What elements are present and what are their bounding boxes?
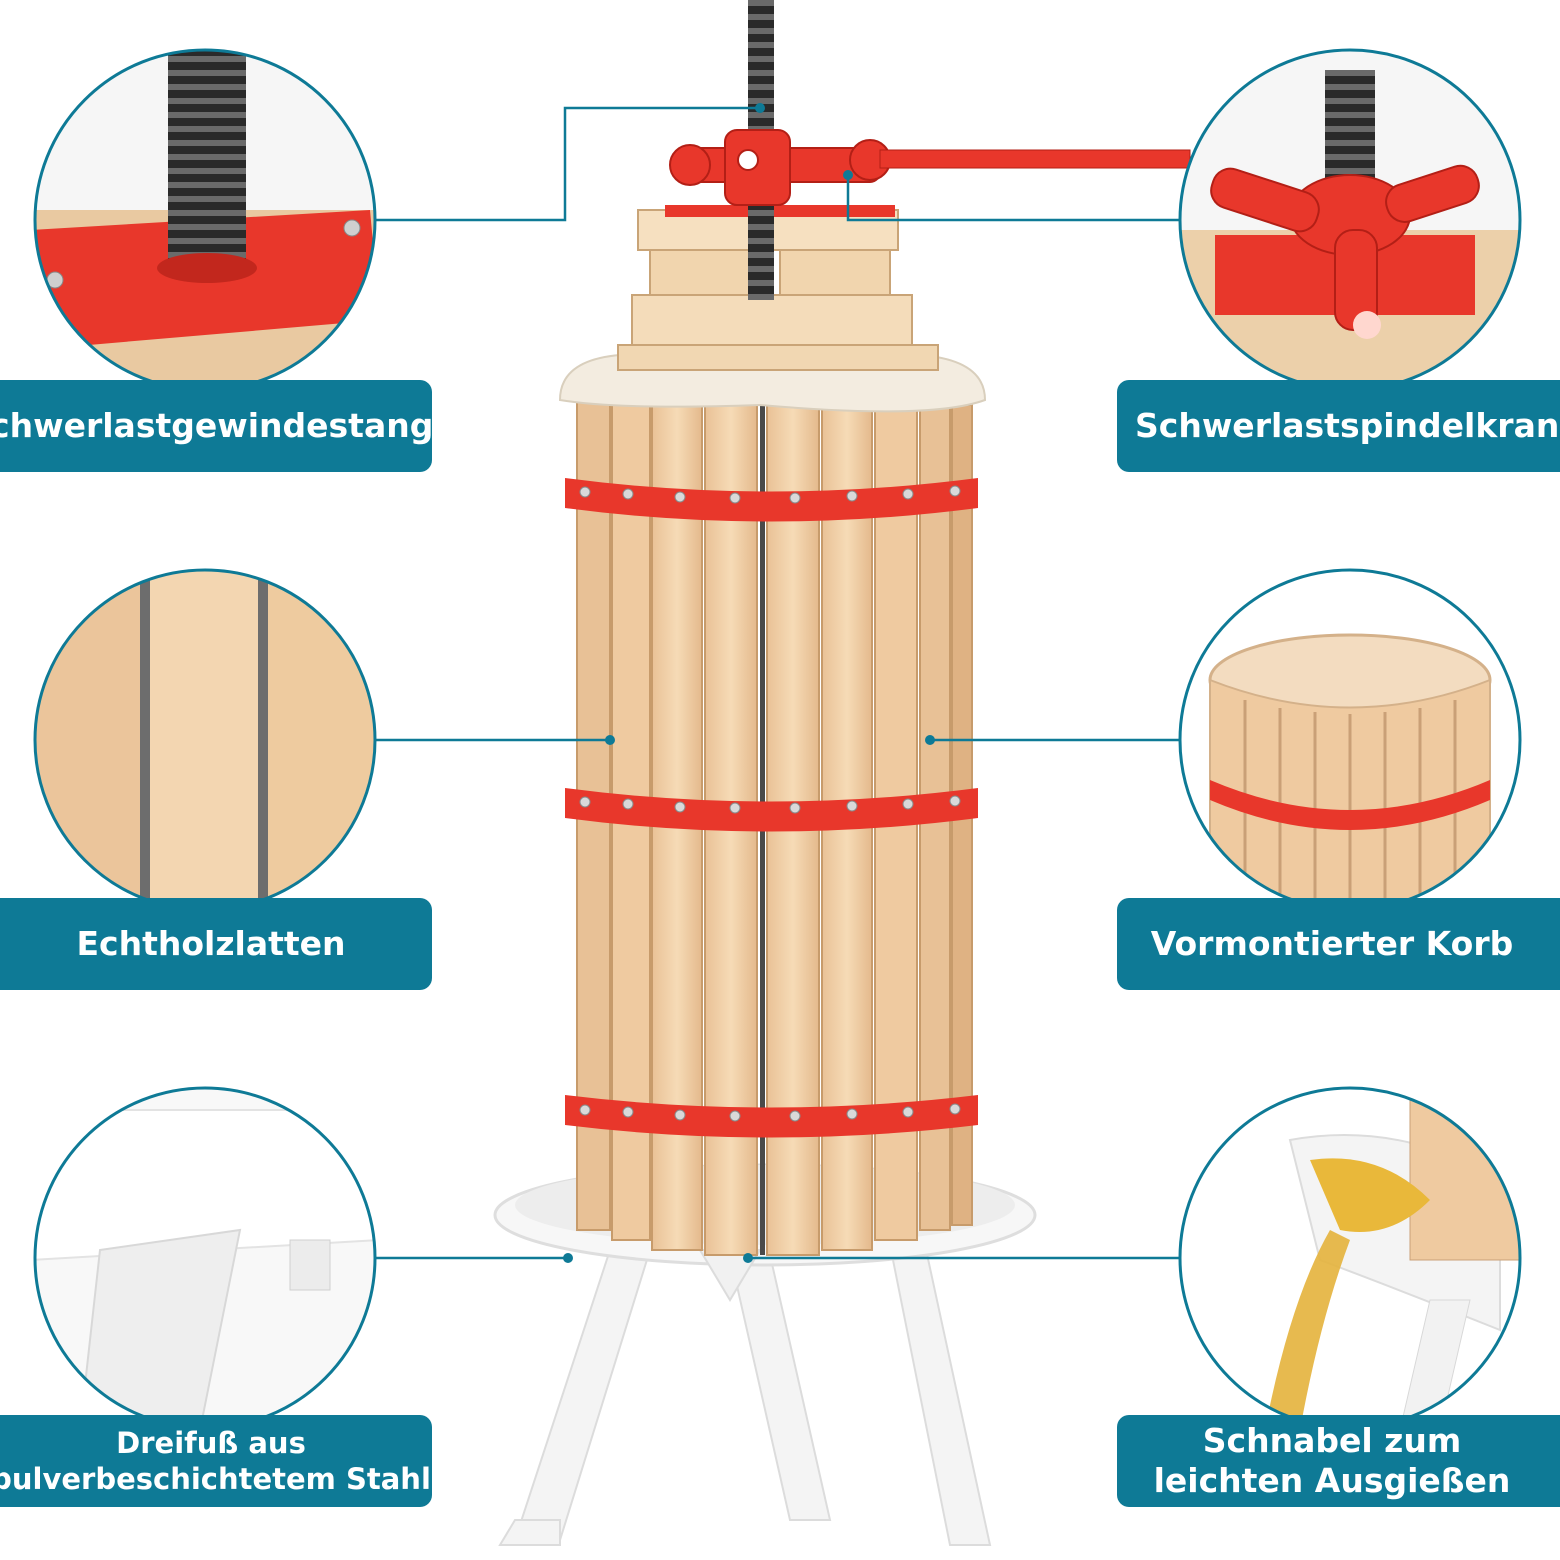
detail-spindle-ring bbox=[1178, 48, 1522, 392]
label-tripod-line2: pulverbeschichtetem Stahl bbox=[0, 1462, 431, 1496]
detail-threaded-rod bbox=[33, 48, 377, 392]
label-spindle-ring-text: Schwerlastspindelkranz bbox=[1135, 406, 1560, 445]
label-tripod: Dreifuß aus pulverbeschichtetem Stahl bbox=[0, 1415, 432, 1507]
label-spout-line2: leichten Ausgießen bbox=[1153, 1461, 1511, 1500]
label-wood-slats: Echtholzlatten bbox=[0, 898, 432, 990]
detail-basket bbox=[1178, 568, 1522, 912]
label-basket-text: Vormontierter Korb bbox=[1150, 924, 1514, 963]
label-tripod-line1: Dreifuß aus bbox=[116, 1426, 306, 1460]
spindle-handle bbox=[669, 129, 1191, 206]
label-spout: Schnabel zum leichten Ausgießen bbox=[1117, 1415, 1560, 1507]
detail-spout bbox=[1178, 1086, 1522, 1430]
label-threaded-rod-text: Schwerlastgewindestange bbox=[0, 406, 432, 445]
tripod-stand bbox=[498, 1244, 992, 1546]
connector-lines bbox=[375, 106, 1180, 1260]
fruit-press bbox=[493, 0, 1191, 1546]
steel-bands bbox=[565, 478, 978, 1138]
detail-tripod bbox=[33, 1086, 377, 1430]
detail-wood-slats bbox=[33, 568, 377, 912]
label-basket: Vormontierter Korb bbox=[1117, 898, 1560, 990]
label-spindle-ring: Schwerlastspindelkranz bbox=[1117, 380, 1560, 472]
pressing-blocks bbox=[617, 205, 939, 371]
label-spout-line1: Schnabel zum bbox=[1202, 1421, 1462, 1460]
label-threaded-rod: Schwerlastgewindestange bbox=[0, 380, 432, 472]
label-wood-slats-text: Echtholzlatten bbox=[76, 924, 346, 963]
